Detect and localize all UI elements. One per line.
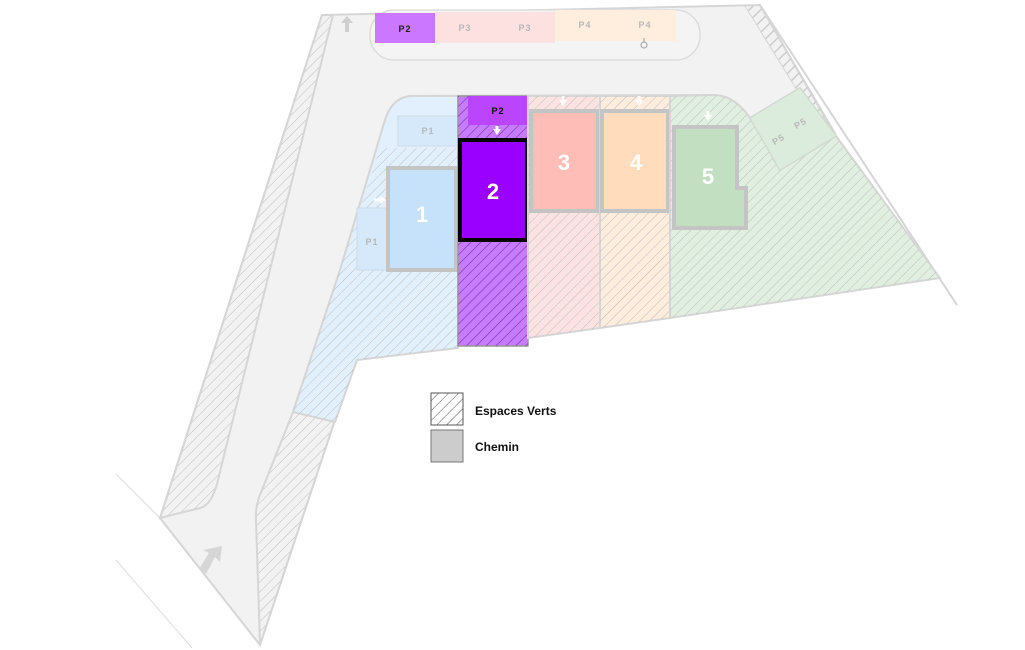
- entrance-arrow-icon: [493, 126, 501, 135]
- parking-top-p2[interactable]: [375, 13, 435, 43]
- lot-number: 5: [702, 164, 714, 189]
- legend: Espaces Verts Chemin: [430, 392, 557, 463]
- green-verge-left: [158, 14, 335, 520]
- lot-number: 1: [416, 202, 428, 227]
- parking-top-p3[interactable]: [435, 12, 555, 43]
- building-lot-3[interactable]: [529, 109, 600, 213]
- parking-label: P3: [458, 23, 471, 33]
- parking-label: P4: [578, 20, 591, 30]
- building-lot-1[interactable]: [386, 166, 458, 272]
- entrance-arrow-icon: [635, 96, 643, 106]
- accessible-parking-icon: [640, 38, 648, 49]
- parking-label: P4: [638, 20, 651, 30]
- entrance-arrow-icon: [704, 111, 712, 121]
- street-line: [115, 559, 193, 649]
- lot-number: 2: [487, 179, 499, 204]
- legend-green-spaces-swatch: [430, 392, 464, 426]
- up-arrow-icon: [341, 16, 353, 32]
- legend-green-spaces-label: Espaces Verts: [475, 404, 557, 418]
- lot-number: 4: [630, 150, 643, 175]
- green-verge-right: [254, 410, 337, 646]
- entrance-arrow-icon: [559, 96, 567, 106]
- building-lot-4[interactable]: [600, 109, 670, 213]
- parking-label: P1: [365, 237, 378, 247]
- parking-label: P2: [398, 24, 411, 34]
- parking-p5[interactable]: [749, 87, 837, 171]
- parking-p1-left[interactable]: [356, 207, 389, 271]
- parking-label: P1: [421, 126, 434, 136]
- parking-label: P2: [491, 106, 504, 116]
- building-lot-5[interactable]: [672, 125, 748, 230]
- entrance-arrow-icon: [374, 196, 386, 204]
- parking-label: P3: [518, 23, 531, 33]
- legend-path-swatch: [430, 429, 464, 463]
- street-line: [115, 473, 161, 519]
- legend-path-label: Chemin: [475, 440, 519, 454]
- parking-p2-lot[interactable]: [468, 96, 528, 125]
- entry-arrow-icon: [199, 546, 222, 574]
- parking-top-p4[interactable]: [555, 10, 676, 41]
- lot-number: 3: [558, 150, 570, 175]
